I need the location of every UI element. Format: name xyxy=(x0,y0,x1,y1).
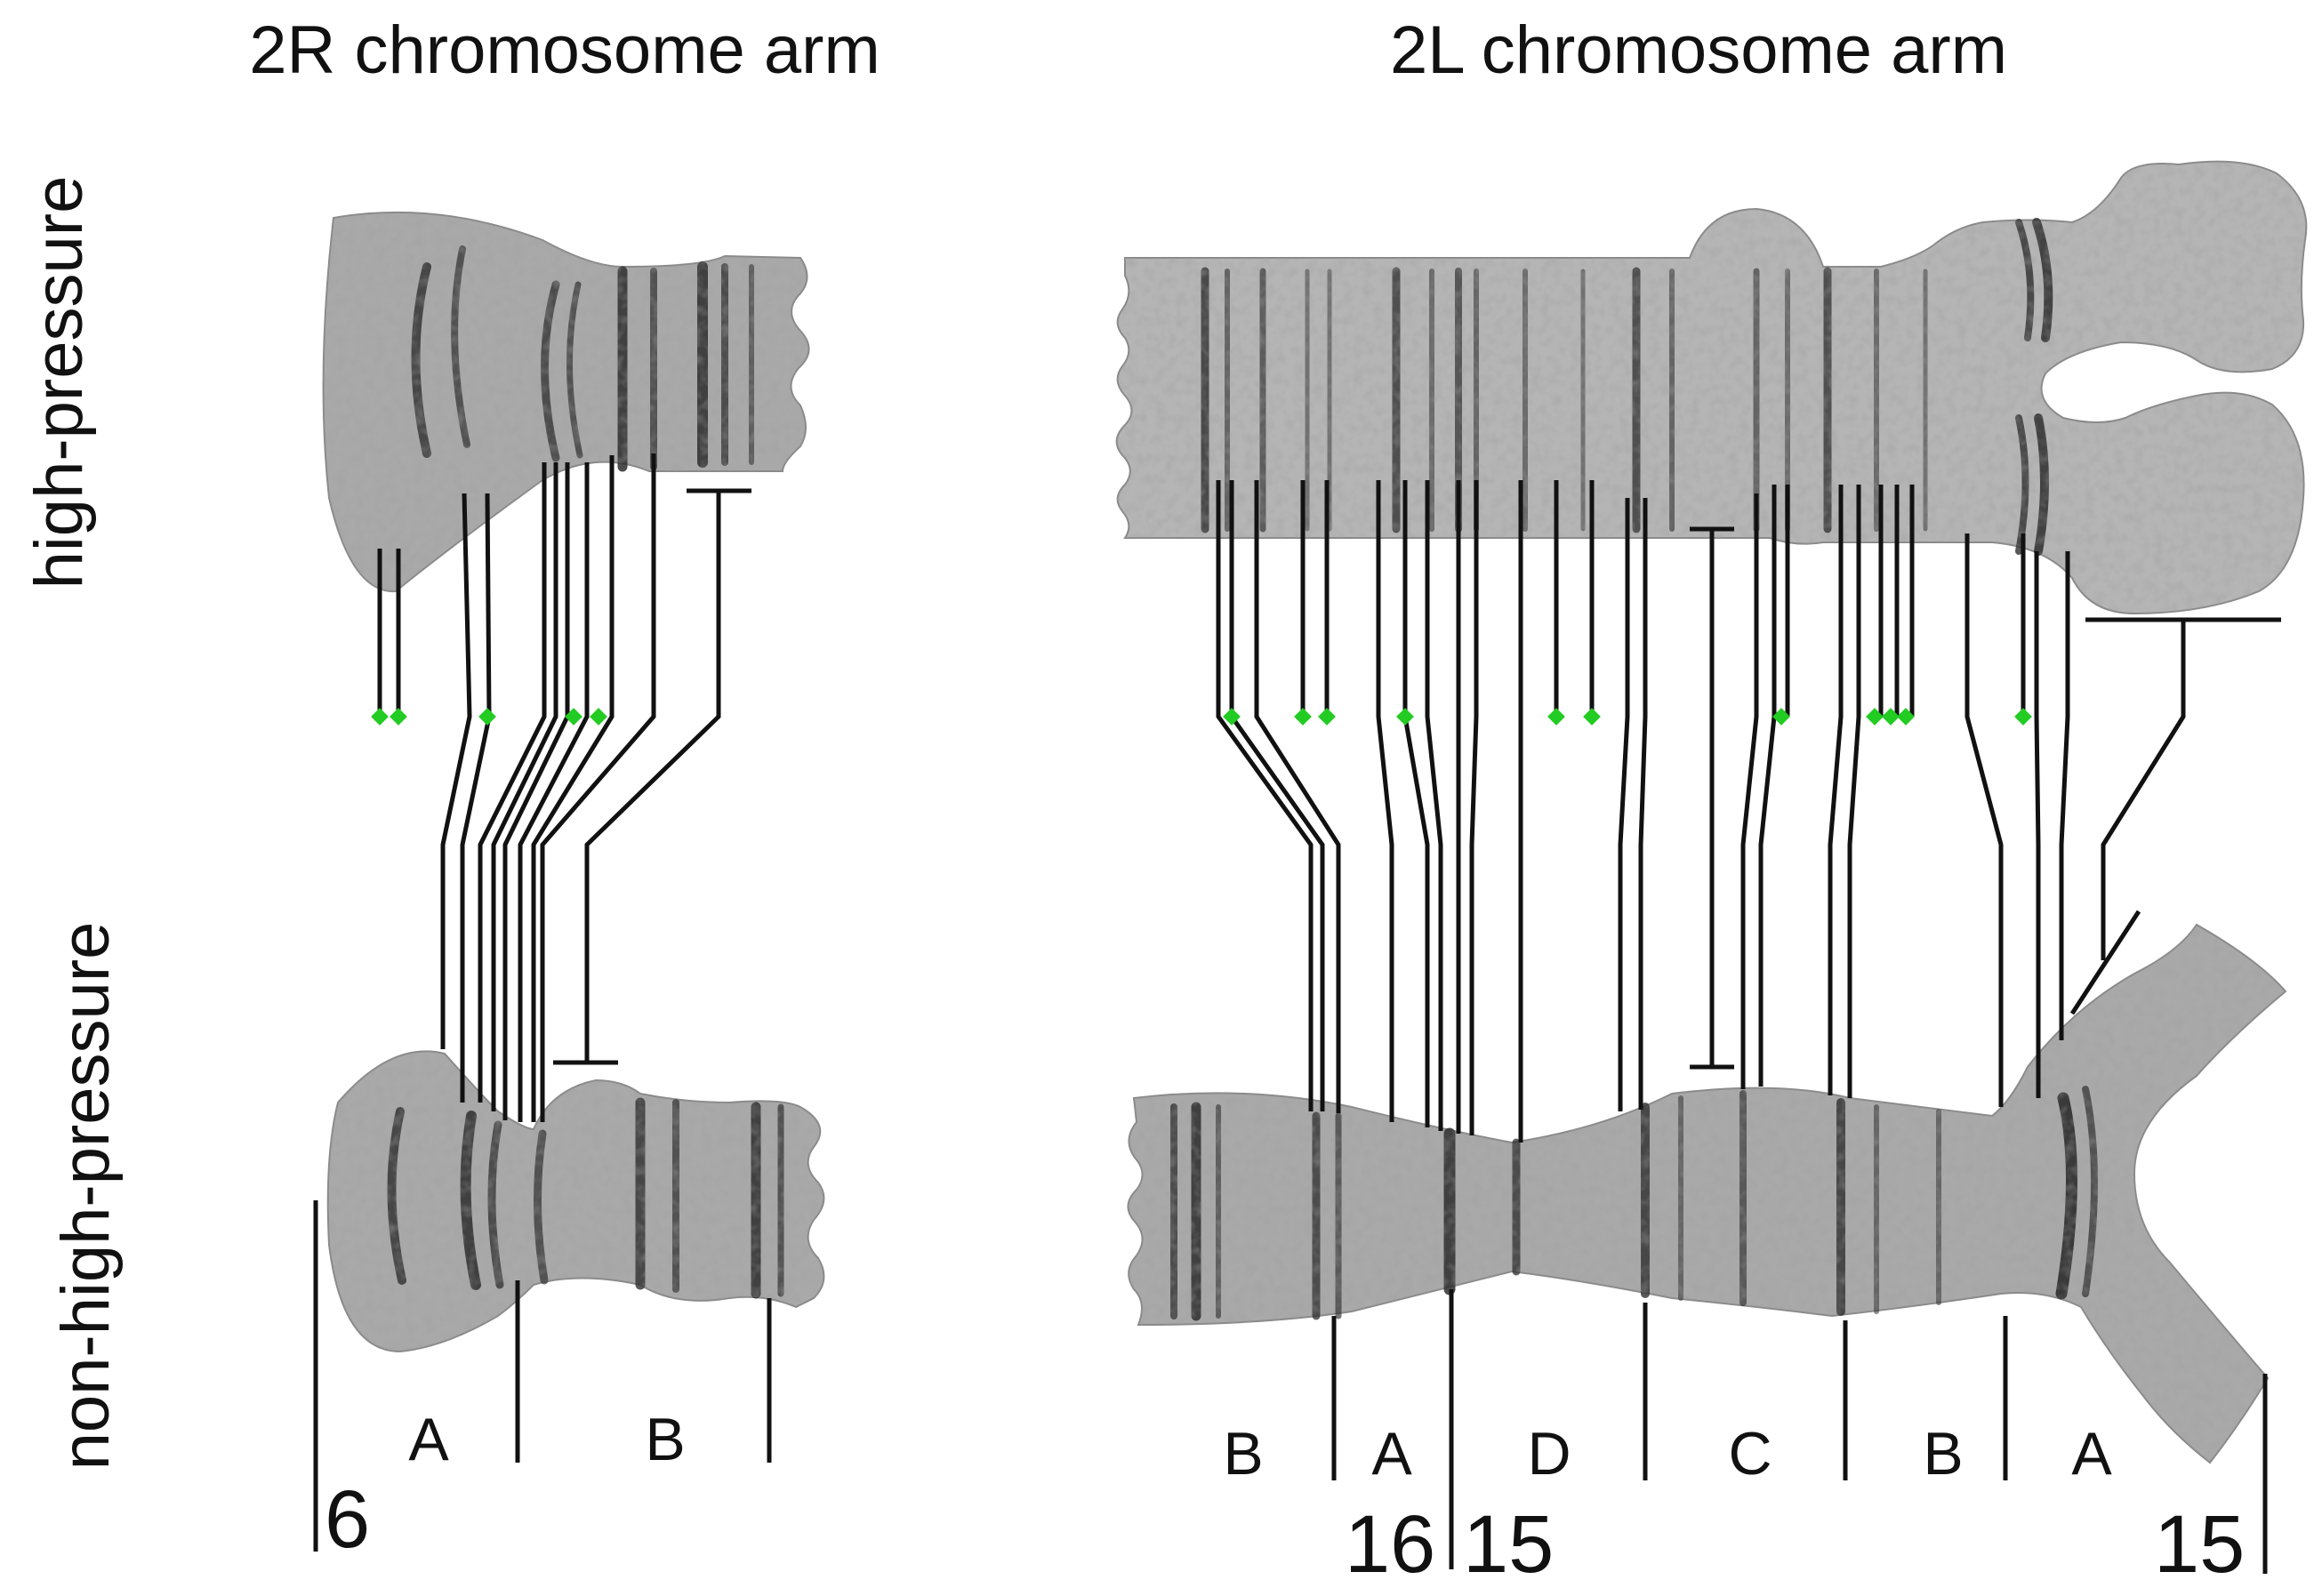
division-number: 15 xyxy=(2154,1499,2245,1590)
region-label: D xyxy=(1527,1420,1571,1488)
connector-line xyxy=(1758,485,1777,1087)
green-marker xyxy=(1583,708,1601,726)
connector-line xyxy=(1254,480,1341,1113)
connector-line xyxy=(460,493,492,1103)
title-2r: 2R chromosome arm xyxy=(249,12,880,88)
connector-line xyxy=(1376,480,1394,1122)
green-marker xyxy=(565,708,583,726)
connector-line xyxy=(1425,480,1443,1131)
markers-2r xyxy=(371,708,607,726)
chromosome-2r-high-pressure xyxy=(322,211,810,593)
region-boundaries xyxy=(313,1200,2268,1574)
green-marker xyxy=(2014,708,2032,726)
region-label: B xyxy=(1223,1420,1263,1488)
division-number: 16 xyxy=(1345,1499,1435,1590)
region-labels: A B B A D C B A xyxy=(408,1406,2112,1488)
connector-line xyxy=(1402,480,1430,1127)
connector-line xyxy=(1847,485,1861,1098)
markers-2l xyxy=(1223,708,2032,726)
correspondence-lines-2r xyxy=(377,453,751,1122)
connector-line xyxy=(1229,480,1325,1111)
green-marker xyxy=(1396,708,1414,726)
correspondence-lines-2l xyxy=(1216,480,2281,1143)
chromosome-2l-high-pressure xyxy=(1115,160,2308,615)
chromosome-2r-non-high-pressure xyxy=(326,1050,825,1353)
connector-line xyxy=(540,453,656,1122)
division-numbers: 6 16 15 15 xyxy=(325,1474,2245,1590)
bracket-cap xyxy=(2069,910,2141,1015)
connector-line xyxy=(1638,498,1648,1110)
connector-line xyxy=(440,493,472,1049)
region-label: C xyxy=(1728,1420,1772,1488)
connector-line xyxy=(1964,533,2004,1107)
green-marker xyxy=(1547,708,1565,726)
connector-line xyxy=(584,491,721,1063)
chromosome-2l-non-high-pressure xyxy=(1127,923,2287,1464)
connector-line xyxy=(2101,620,2186,960)
connector-line xyxy=(1216,480,1314,1111)
green-marker xyxy=(371,708,389,726)
green-marker xyxy=(1866,708,1884,726)
row-label-non-high-pressure: non-high-pressure xyxy=(48,922,124,1471)
green-marker xyxy=(1223,708,1241,726)
connector-line xyxy=(1618,498,1630,1111)
connector-line xyxy=(1469,480,1479,1135)
division-number: 15 xyxy=(1463,1499,1554,1590)
row-label-high-pressure: high-pressure xyxy=(21,176,97,589)
region-label: B xyxy=(645,1406,685,1473)
region-label: A xyxy=(408,1406,449,1473)
connector-line xyxy=(2059,551,2070,1040)
connector-line xyxy=(531,455,615,1122)
green-marker xyxy=(1897,708,1915,726)
region-label: A xyxy=(1371,1420,1412,1488)
title-2l: 2L chromosome arm xyxy=(1390,12,2007,88)
connector-line xyxy=(1740,493,1759,1089)
region-label: B xyxy=(1923,1420,1963,1488)
green-marker xyxy=(1318,708,1336,726)
green-marker xyxy=(390,708,407,726)
green-marker xyxy=(1772,708,1790,726)
connector-line xyxy=(2034,551,2041,1098)
connector-line xyxy=(478,462,547,1103)
connector-line xyxy=(1828,485,1844,1095)
green-marker xyxy=(590,708,607,726)
connector-line xyxy=(502,462,570,1120)
region-label: A xyxy=(2071,1420,2112,1488)
green-marker xyxy=(1882,708,1900,726)
division-number: 6 xyxy=(325,1474,370,1565)
connector-line xyxy=(491,462,558,1111)
green-marker xyxy=(1294,708,1312,726)
connector-line xyxy=(518,462,590,1122)
green-marker xyxy=(478,708,496,726)
